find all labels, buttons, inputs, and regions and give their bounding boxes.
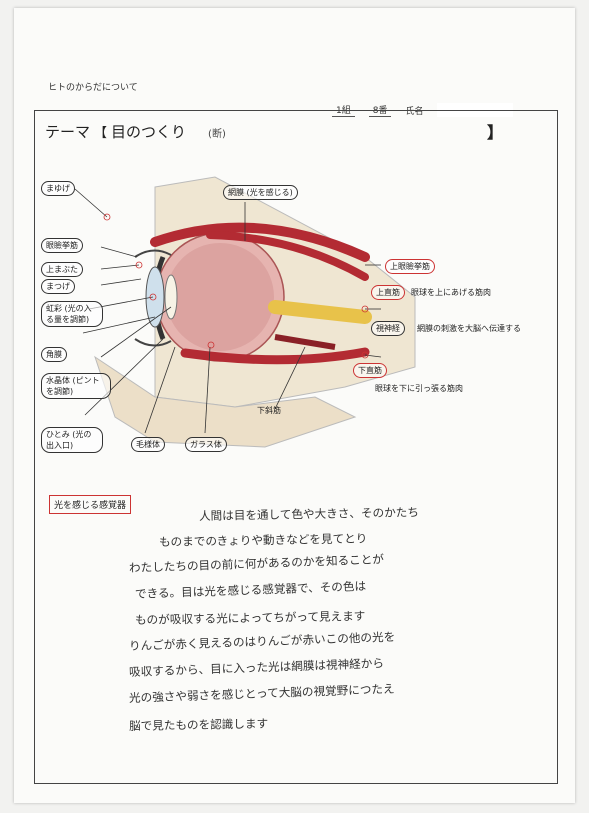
label-vitreous: ガラス体 <box>185 437 227 452</box>
label-upper-lid: 上まぶた <box>41 262 83 277</box>
paragraph-line: りんごが赤く見えるのはりんごが赤いこの他の光を <box>129 629 396 654</box>
label-lower-muscle: 下直筋 <box>353 363 387 378</box>
paragraph-line: できる。目は光を感じる感覚器で、その色は <box>135 578 367 602</box>
theme-label: テーマ <box>45 121 90 142</box>
lens-shape <box>165 275 177 319</box>
paragraph-line: 吸収するから、目に入った光は網膜は視神経から <box>129 655 384 680</box>
document-title: ヒトのからだについて <box>48 80 138 93</box>
label-pupil: ひとみ (光の出入口) <box>41 427 103 453</box>
paragraph-line: 人間は目を通して色や大きさ、そのかたち <box>199 504 419 524</box>
label-eyelash: まつげ <box>41 279 75 294</box>
label-optic-nerve-desc: 網膜の刺激を大脳へ伝達する <box>417 323 521 334</box>
label-upper-muscle: 上直筋 <box>371 285 405 300</box>
paragraph-line: ものまでのきょりや動きなどを見てとり <box>159 530 368 550</box>
paragraph-line: 光の強さや弱さを感じとって大脳の視覚野につたえ <box>129 681 395 706</box>
theme-note: (断) <box>208 125 226 140</box>
theme-line: テーマ 【 目のつくり (断) <box>45 121 226 142</box>
answer-box: テーマ 【 目のつくり (断) 】 <box>34 110 558 784</box>
label-superior-rectus-desc: 眼球を上にあげる筋肉 <box>411 287 491 298</box>
paragraph-line: わたしたちの目の前に何があるのかを知ることが <box>129 551 384 576</box>
section-heading: 光を感じる感覚器 <box>49 495 131 514</box>
label-iris: 虹彩 (光の入る量を調節) <box>41 301 103 327</box>
optic-nerve-band <box>275 307 365 317</box>
theme-open-bracket: 【 <box>94 122 107 141</box>
label-lens: 水晶体 (ピントを調節) <box>41 373 111 399</box>
label-eyelid-lift: 眼瞼挙筋 <box>41 238 83 253</box>
paragraph-line: ものが吸収する光によってちがって見えます <box>135 608 366 628</box>
label-optic-nerve: 視神経 <box>371 321 405 336</box>
label-retina: 網膜 (光を感じる) <box>223 185 298 200</box>
label-lower-muscle-desc: 眼球を下に引っ張る筋肉 <box>375 383 463 394</box>
label-inferior-oblique: 下斜筋 <box>257 405 281 416</box>
label-ciliary: 毛様体 <box>131 437 165 452</box>
vitreous-body <box>166 243 274 351</box>
theme-close-bracket: 】 <box>487 119 503 143</box>
label-cornea: 角膜 <box>41 347 67 362</box>
paragraph-line: 脳で見たものを認識します <box>129 716 268 734</box>
label-superior-rectus: 上眼瞼挙筋 <box>385 259 435 274</box>
theme-topic: 目のつくり <box>111 121 186 142</box>
label-eyebrow: まゆげ <box>41 181 75 196</box>
